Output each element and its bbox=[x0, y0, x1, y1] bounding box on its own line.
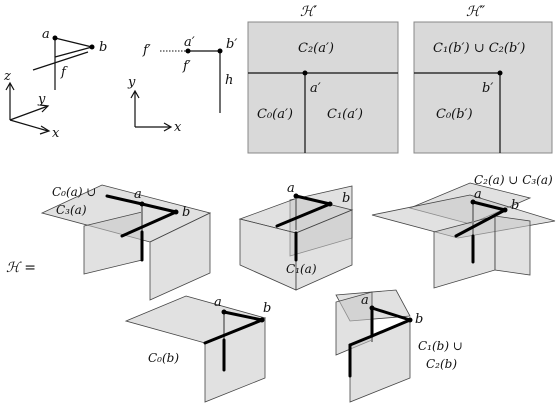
complex-1-edge-a-back bbox=[105, 194, 144, 206]
pane-h-prime-bl-label: C₀(a′) bbox=[257, 107, 293, 122]
plane-line bbox=[32, 51, 89, 71]
label-f-prime-below: f′ bbox=[182, 59, 191, 74]
complex-1-edge-ab bbox=[140, 202, 178, 214]
complex-1-label-line2: C₃(a) bbox=[56, 203, 87, 217]
complex-2-label-a: a bbox=[287, 181, 295, 196]
edge-fb bbox=[54, 46, 93, 58]
complex-2-vertex-b bbox=[327, 201, 333, 207]
pane-h-dp-title: ℋ″ bbox=[466, 4, 486, 20]
complex-1-label-b: b bbox=[182, 205, 190, 220]
complex-4-label-a: a bbox=[214, 295, 222, 310]
complex-4-edge-bf bbox=[203, 318, 264, 345]
edge-ab bbox=[54, 37, 93, 48]
complex-5: a b C₁(b) ∪ C₂(b) bbox=[335, 289, 463, 403]
complex-4-edge-ab bbox=[222, 310, 264, 322]
axis-y2-arrow bbox=[130, 89, 140, 99]
complex-5-label-a: a bbox=[361, 293, 369, 308]
complex-1-edge-bf bbox=[120, 210, 178, 238]
pane-h-prime-vertex-label: a′ bbox=[310, 81, 321, 96]
complex-3-label: C₂(a) ∪ C₃(a) bbox=[474, 173, 553, 187]
complex-3-vertex-b bbox=[502, 207, 508, 213]
label-z: z bbox=[3, 69, 11, 84]
h-equals-label: ℋ = bbox=[6, 260, 36, 276]
complex-2-label: C₁(a) bbox=[286, 262, 317, 276]
complex-1-vertex-b bbox=[173, 209, 179, 215]
pane-h-prime-rect bbox=[247, 21, 399, 154]
complex-4-vertex-a bbox=[221, 309, 227, 315]
pane-h-prime-top-label: C₂(a′) bbox=[298, 41, 334, 56]
label-f: f bbox=[60, 65, 68, 80]
label-y: y bbox=[37, 92, 46, 107]
pane-h-dp-rect bbox=[413, 21, 553, 154]
axis-y bbox=[9, 105, 49, 121]
complex-5-edge-ab bbox=[370, 306, 412, 322]
axis-x bbox=[9, 119, 49, 132]
complex-3-label-a: a bbox=[474, 187, 482, 202]
pane-h-prime-br-label: C₁(a′) bbox=[327, 107, 363, 122]
top-left-sketch: a b f z x y bbox=[3, 27, 107, 141]
complex-2: a b C₁(a) bbox=[238, 181, 354, 291]
complex-5-edge-front bbox=[348, 334, 374, 347]
complex-5-label-line1: C₁(b) ∪ bbox=[418, 339, 463, 353]
complex-1: a b C₀(a) ∪ C₃(a) bbox=[40, 184, 212, 301]
axis-y-arrow bbox=[39, 104, 50, 113]
pane-h-dp-vertex-label: b′ bbox=[482, 81, 493, 96]
label-b: b bbox=[99, 40, 107, 55]
complex-1-vertex-a bbox=[139, 201, 145, 207]
complex-3-edge-ab bbox=[471, 200, 507, 212]
complex-4-label: C₀(b) bbox=[148, 351, 179, 365]
top-middle-sketch: f′ a′ b′ f′ h y x bbox=[127, 35, 237, 135]
pane-h-double-prime: ℋ″ C₁(b′) ∪ C₂(b′) C₀(b′) b′ bbox=[413, 4, 553, 154]
pane-h-dp-vertex bbox=[497, 70, 503, 76]
complex-2-edge-bf bbox=[275, 202, 332, 228]
complex-1-label-a: a bbox=[134, 187, 142, 202]
vertex-b bbox=[89, 44, 95, 50]
complex-3-vertex-a bbox=[470, 199, 476, 205]
complex-5-vertex-b bbox=[407, 317, 413, 323]
complex-3-label-b: b bbox=[511, 198, 519, 213]
pane-h-prime-title: ℋ′ bbox=[300, 4, 318, 20]
complex-5-label-b: b bbox=[415, 312, 423, 327]
complex-4-vertex-b bbox=[259, 317, 265, 323]
label-h: h bbox=[225, 73, 233, 88]
complex-4: a b C₀(b) bbox=[124, 295, 271, 403]
complex-1-label-line1: C₀(a) ∪ bbox=[52, 185, 96, 199]
complex-4-label-b: b bbox=[263, 301, 271, 316]
pane-h-prime-vertex bbox=[302, 70, 308, 76]
complex-2-right-wall bbox=[295, 209, 353, 291]
axis-z-arrow bbox=[5, 81, 15, 91]
label-y2: y bbox=[127, 75, 136, 90]
axis-x-arrow bbox=[39, 125, 51, 135]
vertex-b-prime bbox=[217, 48, 223, 54]
vertex-a-prime bbox=[185, 48, 191, 54]
label-f-prime-left: f′ bbox=[142, 43, 151, 58]
label-b-prime: b′ bbox=[226, 37, 237, 52]
label-a-prime: a′ bbox=[184, 35, 195, 50]
pane-h-prime: ℋ′ C₂(a′) C₀(a′) C₁(a′) a′ bbox=[247, 4, 399, 154]
complex-2-edge-ab bbox=[294, 194, 332, 206]
axis-x2-arrow bbox=[163, 122, 173, 132]
label-x2: x bbox=[174, 120, 182, 135]
complex-3-edge-bf bbox=[454, 208, 507, 238]
complex-1-right-wall bbox=[149, 212, 211, 301]
label-x: x bbox=[52, 126, 60, 141]
complex-2-vertex-a bbox=[293, 193, 299, 199]
complex-5-edge-bf bbox=[370, 318, 412, 338]
complex-5-vertex-a bbox=[369, 305, 375, 311]
complex-2-label-b: b bbox=[342, 191, 350, 206]
vertex-a bbox=[52, 35, 58, 41]
complex-3-right-wall bbox=[494, 215, 531, 276]
complex-5-label-line2: C₂(b) bbox=[426, 357, 457, 371]
pane-h-dp-bottom-label: C₀(b′) bbox=[436, 107, 473, 122]
complex-3: a b C₂(a) ∪ C₃(a) bbox=[371, 173, 556, 289]
label-a: a bbox=[42, 27, 50, 42]
pane-h-dp-top-label: C₁(b′) ∪ C₂(b′) bbox=[433, 41, 525, 56]
